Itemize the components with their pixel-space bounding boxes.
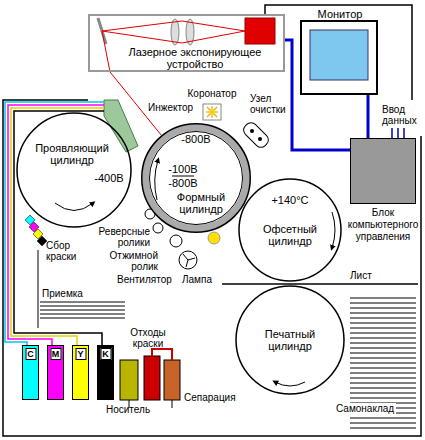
node-text: -800В bbox=[168, 177, 197, 189]
node-text: Лазерное экспонирующее устройство bbox=[125, 46, 265, 70]
part-label: Коронатор bbox=[184, 88, 240, 99]
part-label: Лист bbox=[350, 270, 372, 281]
machine-frame bbox=[3, 100, 421, 436]
part-label: Самонаклад bbox=[334, 403, 396, 414]
fan bbox=[179, 251, 197, 269]
plate-cylinder: -800В -100В -800В Формный цилиндр bbox=[141, 123, 251, 233]
corona-core bbox=[210, 110, 215, 115]
waste-pipe bbox=[152, 349, 172, 360]
corona-star bbox=[206, 106, 218, 118]
part-label: Сбор краски bbox=[46, 240, 90, 262]
fraction-bar bbox=[172, 176, 194, 177]
node-text: Печатный цилиндр bbox=[254, 328, 326, 352]
cartridge-letter: M bbox=[50, 348, 61, 360]
node-text: Монитор bbox=[318, 8, 363, 20]
coronator-unit bbox=[203, 104, 221, 120]
part-label: Отходы краски bbox=[114, 327, 182, 349]
monitor-box: Монитор bbox=[300, 20, 378, 95]
laser-unit: Лазерное экспонирующее устройство bbox=[88, 14, 285, 72]
node-text: -400В bbox=[94, 172, 123, 184]
sheet-line bbox=[350, 313, 416, 314]
node-text: Проявляющий цилиндр bbox=[30, 142, 114, 166]
sheet-line bbox=[350, 398, 416, 399]
ink-cartridge: Y bbox=[72, 345, 89, 400]
part-label: Лампа bbox=[182, 274, 212, 285]
fan-blades bbox=[183, 254, 195, 267]
lamp bbox=[208, 232, 220, 244]
part-label: Сепарация bbox=[184, 392, 236, 403]
part-label: Узел очистки bbox=[250, 93, 290, 115]
sheet-line bbox=[350, 373, 416, 374]
node-text: Блок компьютерного управления bbox=[347, 207, 419, 243]
sheet-line bbox=[350, 303, 416, 304]
sheet-line bbox=[350, 383, 416, 384]
delivery-stack bbox=[40, 302, 125, 318]
ink-return-line bbox=[38, 250, 39, 328]
data-input-wires bbox=[392, 128, 404, 138]
sheet-line bbox=[350, 418, 416, 419]
separation-tank bbox=[164, 360, 180, 400]
sheet-line bbox=[350, 343, 416, 344]
part-label: Ввод данных bbox=[382, 104, 420, 126]
sheet-line bbox=[350, 338, 416, 339]
laser-source bbox=[245, 18, 275, 44]
ink-collector bbox=[37, 236, 47, 246]
sheet-line bbox=[350, 308, 416, 309]
control-unit: Блок компьютерного управления bbox=[350, 138, 416, 204]
sheet-line bbox=[350, 423, 416, 424]
sheet-line bbox=[350, 358, 416, 359]
part-label: Носитель bbox=[106, 404, 150, 415]
cleaning-unit bbox=[241, 120, 271, 150]
sheet-line bbox=[350, 333, 416, 334]
ink-cartridge: K bbox=[97, 345, 114, 400]
sheet-line bbox=[350, 298, 416, 299]
sheet-line bbox=[350, 388, 416, 389]
sheet bbox=[222, 283, 418, 285]
part-label: Инжектор bbox=[148, 102, 193, 113]
part-label: Вентилятор bbox=[117, 274, 172, 285]
node-text: -800В bbox=[181, 133, 210, 145]
sheet-line bbox=[350, 348, 416, 349]
waste-tank bbox=[144, 356, 160, 400]
sheet-line bbox=[350, 328, 416, 329]
monitor-screen bbox=[310, 30, 368, 80]
sheet-line bbox=[350, 378, 416, 379]
part-label: Отжимной ролик bbox=[98, 250, 158, 272]
sheet-line bbox=[350, 353, 416, 354]
sheet-line bbox=[350, 363, 416, 364]
sheet-line bbox=[350, 318, 416, 319]
ink-cartridge: M bbox=[47, 345, 64, 400]
cartridge-letter: Y bbox=[75, 348, 86, 360]
sheet-line bbox=[350, 428, 416, 429]
developer-cylinder: Проявляющий цилиндр -400В bbox=[16, 112, 132, 228]
cartridge-letter: C bbox=[25, 348, 36, 360]
cleaning-dot bbox=[250, 129, 254, 133]
carrier-tank bbox=[120, 360, 138, 400]
sheet-line bbox=[350, 368, 416, 369]
part-label: Реверсные ролики bbox=[94, 226, 150, 248]
node-text: Офсетный цилиндр bbox=[254, 223, 326, 247]
squeegee-roller bbox=[170, 235, 182, 247]
impression-cylinder: Печатный цилиндр bbox=[235, 285, 345, 395]
sheet-line bbox=[350, 323, 416, 324]
node-text: Формный цилиндр bbox=[166, 191, 236, 215]
ink-cartridge: C bbox=[22, 345, 39, 400]
node-text: +140°C bbox=[271, 194, 308, 206]
node-text: -100В bbox=[168, 163, 197, 175]
cylinder-outline bbox=[16, 112, 132, 228]
part-label: Приемка bbox=[42, 288, 83, 299]
signal-cable bbox=[285, 40, 350, 150]
signal-cable bbox=[367, 95, 370, 138]
frame-line bbox=[265, 5, 412, 100]
reverse-roller bbox=[153, 223, 163, 233]
cleaning-dot bbox=[258, 137, 262, 141]
sheet-line bbox=[350, 393, 416, 394]
cartridge-letter: K bbox=[100, 348, 111, 360]
offset-cylinder: +140°C Офсетный цилиндр bbox=[238, 178, 342, 282]
